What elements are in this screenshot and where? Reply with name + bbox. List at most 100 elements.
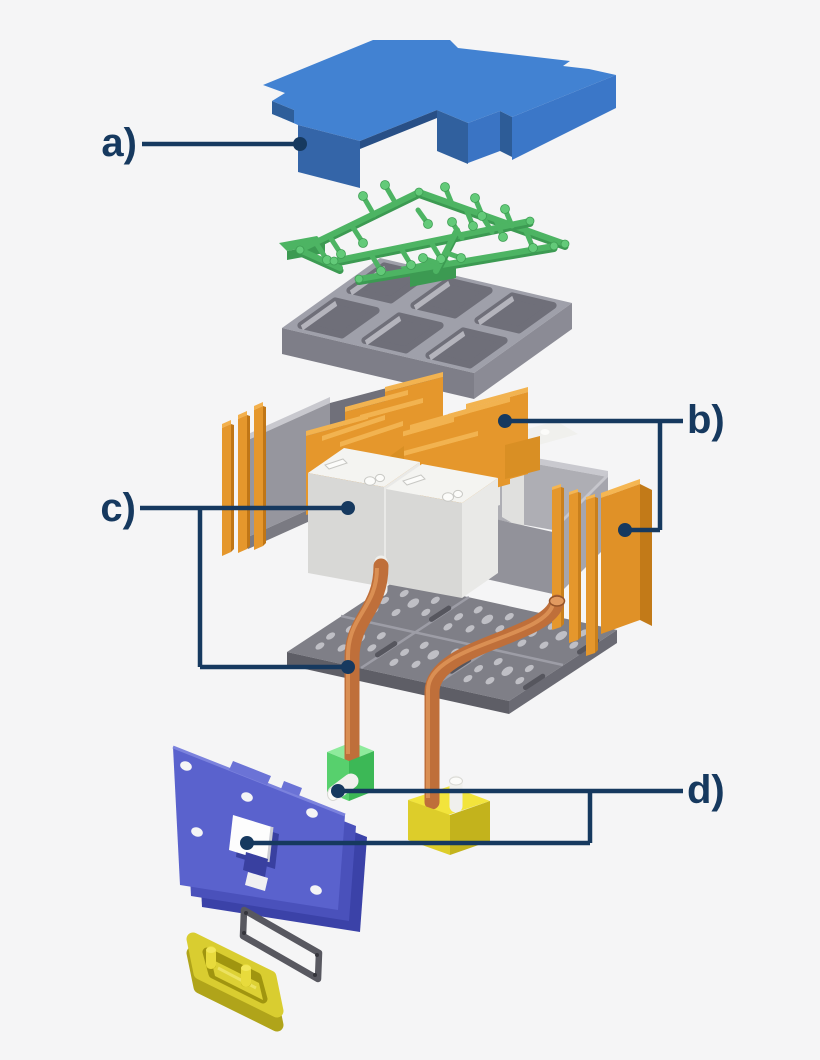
cooling-plate-hole [430,596,440,604]
frame-slot-wall [364,315,402,346]
leader-dot-b2 [618,523,632,537]
cooling-plate-hole [389,658,399,666]
cooling-plate-hole [465,625,475,633]
label-a: a) [101,121,137,165]
cooling-plate [287,581,617,714]
cooling-plate-slot [374,641,398,658]
harness-stub-tip [470,193,480,203]
fin-backing-plate [601,484,640,634]
frame-slot [410,277,493,319]
leader-dot-b1 [498,414,512,428]
harness-rail [356,243,557,282]
leader-dot-a [293,137,307,151]
callout-d: d) [240,768,725,850]
harness-stub-tip [358,238,368,248]
frame-slot [474,292,557,334]
harness-rail [416,189,568,247]
callout-c: c) [100,486,355,674]
harness-joint [560,239,570,249]
cooling-plate-hole [337,644,347,652]
cooling-plate-hole [419,641,429,649]
frame-slot [361,312,444,354]
harness-stub-tip [380,180,390,190]
harness-joint [329,256,339,266]
harness-stub-tip [440,182,450,192]
cooling-plate-hole [376,632,386,640]
callout-a: a) [101,121,307,165]
cooling-plate-hole [315,642,325,650]
heat-sink-fins-right [552,479,652,656]
frame-slot-wall [413,280,451,311]
harness-stub-tip [376,266,386,276]
frame-slot-wall [477,295,515,326]
top-cover [263,40,616,188]
cooling-plate-hole [463,674,473,683]
frame-slot-wall [428,330,466,361]
cooling-plate-hole [504,613,514,621]
frame-slot [425,327,508,369]
cooling-plate-hole [421,608,431,617]
gasket-ring [239,906,323,983]
cooling-plate-hole [454,613,464,621]
cooling-plate-hole [473,606,483,614]
harness-stub-tip [447,217,457,227]
harness-joint [414,187,424,197]
frame-slot [297,297,380,339]
leader-dot-d1 [331,784,345,798]
cooling-plate-hole [517,639,527,647]
cell-b-front [386,489,462,598]
harness-stub-tip [358,191,368,201]
cooling-plate-hole [569,641,579,649]
harness-stub-tip [423,219,433,229]
top-cover-top-face [263,40,616,141]
cooling-plate-hole [399,589,409,598]
cooling-plate-hole [427,650,440,660]
cell-holder-frame [282,258,572,399]
gasket [239,906,323,983]
cooling-plate-hole [493,657,503,666]
label-b: b) [687,398,725,442]
label-c: c) [100,486,136,530]
cooling-plate-hole [326,632,336,640]
label-d: d) [687,768,725,812]
harness-joint [354,274,364,284]
harness-stub-tip [528,243,538,253]
cooling-plate-hole [443,623,453,631]
harness-stub-tip [468,221,478,231]
cell-a-top [308,448,420,487]
leader-dot-d2 [240,836,254,850]
connector-panel [172,745,367,932]
callout-b: b) [498,398,725,537]
heat-sink-fins-left [222,402,266,556]
cooling-plate-hole [539,641,549,649]
harness-rail [433,227,460,274]
harness-stub-tip [406,260,416,270]
cooling-plate-hole [407,598,420,608]
harness-joint [549,241,559,251]
cooling-plate-hole [411,660,421,668]
cooling-plate-hole [485,677,495,685]
harness-joint [525,216,535,226]
harness-stub-tip [336,249,346,259]
cooling-plate-hole [524,664,534,673]
leader-dot-c1 [341,501,355,515]
bottom-tray [186,932,284,1032]
cooling-plate-hole [501,666,514,676]
cooling-plate-hole [515,676,525,685]
harness-joint [295,245,305,255]
top-cover-front-face [298,125,360,188]
leader-dot-c2 [341,660,355,674]
cooling-plate-hole [578,629,588,637]
harness-stub-tip [477,211,487,221]
cell-a-front [308,473,384,587]
frame-slot-wall [300,300,338,331]
cell-b-top [386,464,498,503]
coolant-tubes [327,555,566,855]
cooling-plate-hole [474,665,484,673]
cooling-plate-hole [555,630,568,641]
harness-stub-tip [498,232,508,242]
harness-foot-left [279,236,325,251]
harness-stub-tip [418,253,428,263]
harness-rail [297,189,422,253]
